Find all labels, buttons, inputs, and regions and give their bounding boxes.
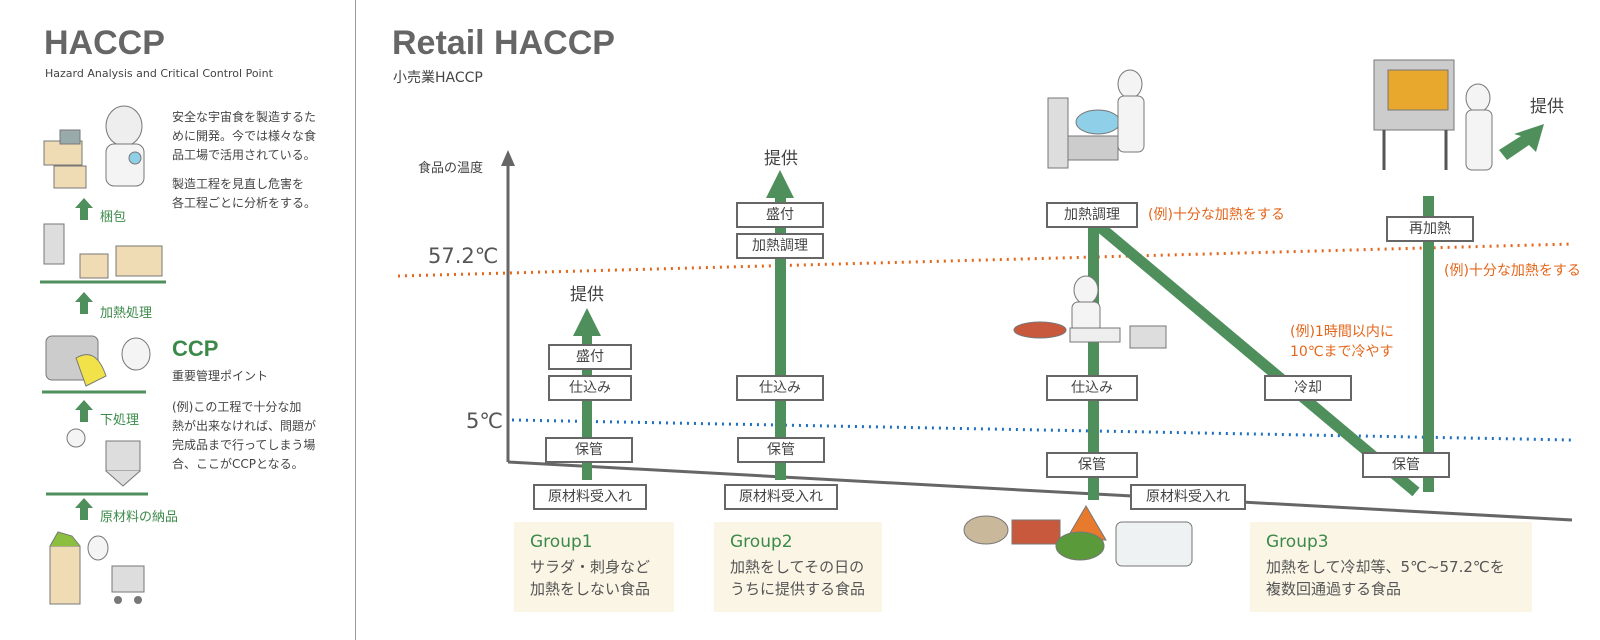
ccp-line: 熱が出来なければ、問題が (172, 419, 317, 433)
silo-illustration (46, 428, 148, 496)
group3-note-cooking: (例)十分な加熱をする (1148, 207, 1285, 223)
group3-step-cooling: 冷却 (1264, 375, 1352, 401)
ccp-line: (例)この工程で十分な加 (172, 400, 302, 414)
chef-prep-illustration (1013, 275, 1167, 349)
group1-bar (582, 330, 592, 480)
step-packing-label: 梱包 (100, 210, 127, 225)
group3-desc-line: 複数回通過する食品 (1266, 580, 1402, 598)
desc-line: めに開発。今では様々な食 (172, 129, 317, 143)
ccp-line: 完成品まで行ってしまう場 (172, 438, 316, 452)
group3-serve-arrow (1499, 124, 1544, 160)
retail-haccp-subtitle: 小売業HACCP (393, 70, 483, 86)
group1-step-receive: 原材料受入れ (533, 484, 647, 510)
group3-card: Group3 加熱をして冷却等、5℃~57.2℃を 複数回通過する食品 (1250, 522, 1532, 612)
desc-line: 各工程ごとに分析をする。 (172, 196, 317, 210)
group2-desc: 加熱をしてその日の うちに提供する食品 (730, 556, 865, 600)
left-illustrations (40, 105, 166, 605)
temp-57-line (397, 242, 1573, 278)
haccp-subtitle: Hazard Analysis and Critical Control Poi… (45, 67, 273, 80)
group1-step-prep: 仕込み (548, 375, 632, 401)
group3-step-reheat: 再加熱 (1386, 216, 1474, 242)
ccp-line: 合、ここがCCPとなる。 (172, 457, 304, 471)
group2-step-cooking: 加熱調理 (736, 233, 824, 259)
ccp-description: (例)この工程で十分な加 熱が出来なければ、問題が 完成品まで行ってしまう場 合… (172, 398, 316, 474)
group3-note-reheat: (例)十分な加熱をする (1444, 263, 1581, 279)
ccp-subtitle: 重要管理ポイント (172, 369, 269, 383)
group1-title: Group1 (530, 532, 593, 552)
group3-note-cooling: (例)1時間以内に 10℃まで冷やす (1290, 322, 1394, 362)
group3-cooling-line (1090, 217, 1420, 497)
group3-bar-cook (1088, 224, 1099, 500)
y-axis-arrow (501, 150, 515, 166)
group3-step-cooking: 加熱調理 (1046, 202, 1138, 228)
group2-desc-line: うちに提供する食品 (730, 580, 866, 598)
delivery-illustration (49, 531, 145, 605)
retail-haccp-title: Retail HACCP (392, 24, 615, 62)
group3-desc-line: 加熱をして冷却等、5℃~57.2℃を (1266, 558, 1505, 576)
ccp-title: CCP (172, 336, 219, 361)
ingredients-illustration (963, 505, 1193, 567)
desc-line: 安全な宇宙食を製造するた (172, 110, 317, 124)
group3-title: Group3 (1266, 532, 1329, 552)
group2-step-storage: 保管 (737, 437, 825, 463)
group1-desc-line: 加熱をしない食品 (530, 580, 651, 598)
oven-illustration (1373, 59, 1493, 171)
group2-arrowhead (766, 170, 794, 198)
group3-step-storage-2: 保管 (1362, 452, 1450, 478)
group2-card: Group2 加熱をしてその日の うちに提供する食品 (714, 522, 882, 612)
group1-serve-label: 提供 (570, 285, 604, 305)
group1-step-plating: 盛付 (548, 344, 632, 370)
group1-card: Group1 サラダ・刺身など 加熱をしない食品 (514, 522, 674, 612)
cook-illustration (1047, 69, 1145, 169)
group2-serve-label: 提供 (764, 149, 798, 169)
step-preprocess-label: 下処理 (100, 413, 140, 428)
group3-bar-reheat (1423, 196, 1434, 492)
cooling-note-line: 10℃まで冷やす (1290, 344, 1394, 360)
group3-serve-label: 提供 (1530, 97, 1564, 117)
x-axis (507, 460, 1573, 522)
group3-desc: 加熱をして冷却等、5℃~57.2℃を 複数回通過する食品 (1266, 556, 1505, 600)
step-heating-label: 加熱処理 (100, 306, 153, 321)
group1-desc-line: サラダ・刺身など (530, 558, 651, 576)
group2-title: Group2 (730, 532, 793, 552)
group2-bar (775, 192, 786, 480)
group2-step-plating: 盛付 (736, 202, 824, 228)
haccp-title: HACCP (44, 24, 165, 62)
y-axis-label: 食品の温度 (418, 161, 484, 176)
temp-5-label: 5℃ (466, 409, 503, 433)
step-delivery-label: 原材料の納品 (100, 510, 179, 525)
group2-step-receive: 原材料受入れ (724, 484, 838, 510)
desc-line: 品工場で活用されている。 (172, 148, 316, 162)
ccp-machine-illustration (42, 335, 151, 394)
temp-57-label: 57.2℃ (428, 244, 499, 268)
group3-step-storage: 保管 (1046, 452, 1138, 478)
panel-divider (355, 0, 356, 640)
group1-step-storage: 保管 (545, 437, 633, 463)
group3-step-receive: 原材料受入れ (1130, 484, 1246, 510)
temp-5-line (511, 418, 1573, 442)
desc-line: 製造工程を見直し危害を (172, 177, 305, 191)
group1-arrowhead (573, 308, 601, 336)
group1-desc: サラダ・刺身など 加熱をしない食品 (530, 556, 650, 600)
packing-illustration (43, 105, 145, 189)
group2-desc-line: 加熱をしてその日の (730, 558, 865, 576)
haccp-description: 安全な宇宙食を製造するた めに開発。今では様々な食 品工場で活用されている。 製… (172, 108, 316, 213)
group2-step-prep: 仕込み (736, 375, 824, 401)
heating-illustration (40, 223, 166, 284)
step-arrows (75, 198, 93, 520)
cooling-note-line: (例)1時間以内に (1290, 324, 1394, 340)
group3-step-prep: 仕込み (1046, 375, 1138, 401)
